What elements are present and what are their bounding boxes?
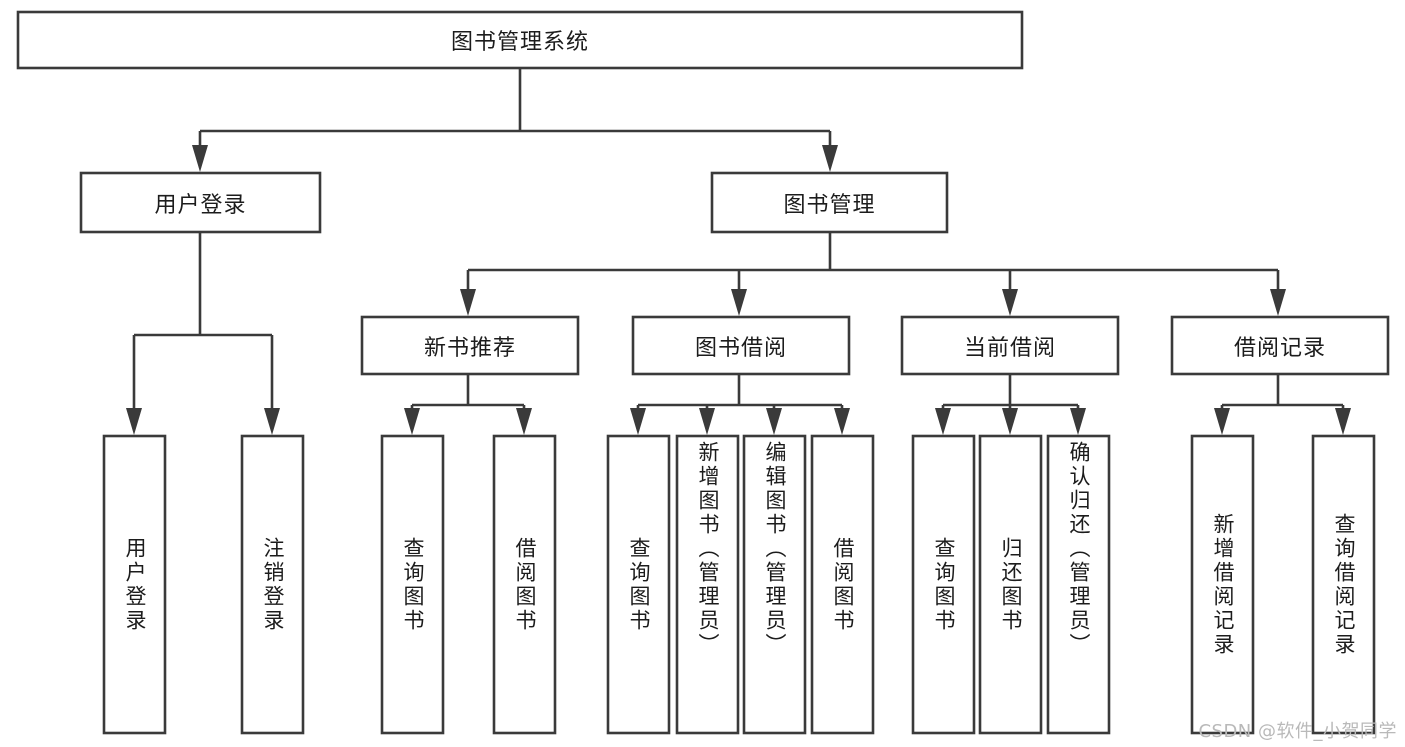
arrowhead-leaf-query-book-1: [404, 408, 420, 435]
node-box-leaf-query-book-3[interactable]: [911, 434, 976, 735]
arrowhead-new-book-recommend: [460, 289, 476, 316]
node-box-leaf-add-record[interactable]: [1190, 434, 1255, 735]
arrowhead-borrow-record: [1270, 289, 1286, 316]
arrowhead-leaf-borrow-book-2: [834, 408, 850, 435]
node-box-current-borrow[interactable]: [900, 315, 1120, 376]
arrowhead-leaf-borrow-book-1: [516, 408, 532, 435]
node-box-leaf-query-book-2[interactable]: [606, 434, 671, 735]
node-box-leaf-add-book[interactable]: [675, 434, 740, 735]
arrowhead-leaf-add-book: [699, 408, 715, 435]
node-box-leaf-return-book[interactable]: [978, 434, 1043, 735]
node-box-root[interactable]: [16, 10, 1024, 70]
node-box-book-borrow[interactable]: [631, 315, 851, 376]
arrowhead-leaf-logout: [264, 408, 280, 435]
node-box-leaf-query-book-1[interactable]: [380, 434, 445, 735]
node-box-leaf-query-record[interactable]: [1311, 434, 1376, 735]
node-box-leaf-edit-book[interactable]: [742, 434, 807, 735]
arrowhead-book-borrow: [731, 289, 747, 316]
node-box-leaf-user-login[interactable]: [102, 434, 167, 735]
connector-layer: [126, 68, 1351, 435]
node-box-leaf-confirm-return[interactable]: [1046, 434, 1111, 735]
arrowhead-book-manage: [822, 145, 838, 172]
node-box-leaf-borrow-book-2[interactable]: [810, 434, 875, 735]
arrowhead-leaf-query-book-3: [935, 408, 951, 435]
arrowhead-leaf-confirm-return: [1070, 408, 1086, 435]
node-box-user-login[interactable]: [79, 171, 322, 234]
arrowhead-leaf-user-login: [126, 408, 142, 435]
arrowhead-leaf-add-record: [1214, 408, 1230, 435]
node-box-leaf-borrow-book-1[interactable]: [492, 434, 557, 735]
node-box-new-book-recommend[interactable]: [360, 315, 580, 376]
arrowhead-user-login: [192, 145, 208, 172]
node-box-borrow-record[interactable]: [1170, 315, 1390, 376]
node-box-layer: [16, 10, 1390, 735]
arrowhead-leaf-edit-book: [766, 408, 782, 435]
arrowhead-leaf-query-record: [1335, 408, 1351, 435]
node-box-book-manage[interactable]: [710, 171, 949, 234]
node-box-leaf-logout[interactable]: [240, 434, 305, 735]
arrowhead-leaf-return-book: [1002, 408, 1018, 435]
arrowhead-current-borrow: [1002, 289, 1018, 316]
arrowhead-leaf-query-book-2: [630, 408, 646, 435]
